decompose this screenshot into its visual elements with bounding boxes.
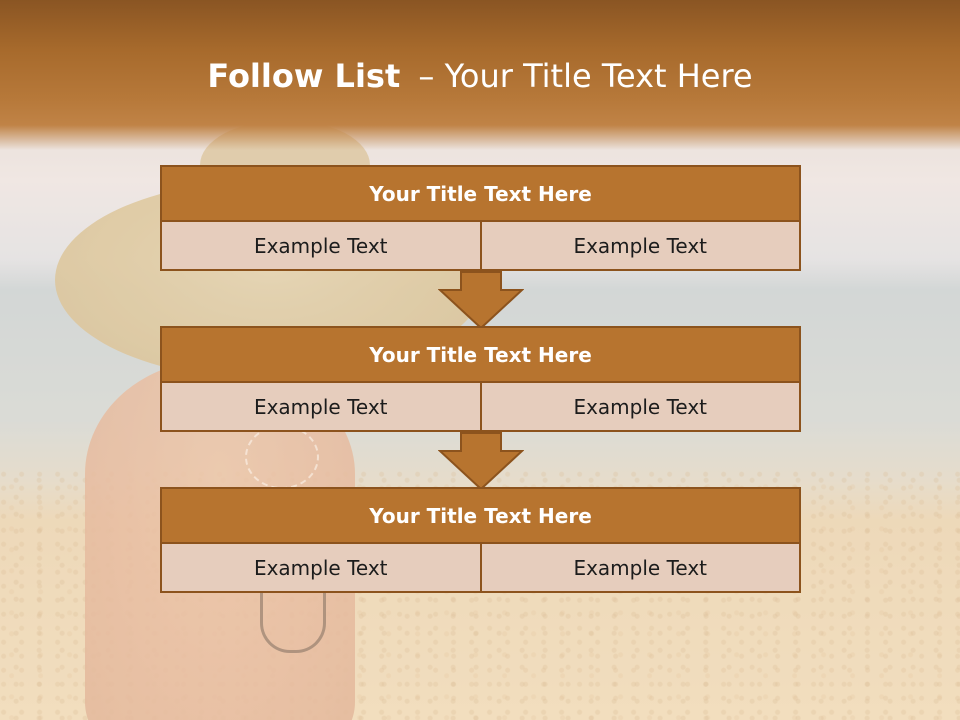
block-cell-left: Example Text — [160, 222, 482, 271]
header-band — [0, 0, 960, 150]
slide-title-bold: Follow List — [207, 57, 401, 95]
block-title: Your Title Text Here — [160, 487, 801, 544]
down-arrow-icon — [438, 271, 524, 330]
slide-title: Follow List – Your Title Text Here — [0, 52, 960, 100]
follow-block-3: Your Title Text Here Example Text Exampl… — [160, 487, 801, 593]
block-cell-left: Example Text — [160, 544, 482, 593]
block-cell-right: Example Text — [481, 222, 801, 271]
block-row: Example Text Example Text — [160, 383, 801, 432]
block-cell-right: Example Text — [481, 544, 801, 593]
block-cell-right: Example Text — [481, 383, 801, 432]
down-arrow-icon — [438, 432, 524, 491]
block-title: Your Title Text Here — [160, 165, 801, 222]
block-row: Example Text Example Text — [160, 544, 801, 593]
block-cell-left: Example Text — [160, 383, 482, 432]
block-title: Your Title Text Here — [160, 326, 801, 383]
block-row: Example Text Example Text — [160, 222, 801, 271]
follow-block-2: Your Title Text Here Example Text Exampl… — [160, 326, 801, 432]
follow-block-1: Your Title Text Here Example Text Exampl… — [160, 165, 801, 271]
slide-title-rest: – Your Title Text Here — [418, 57, 753, 95]
swimsuit-strap-illustration — [260, 570, 326, 653]
